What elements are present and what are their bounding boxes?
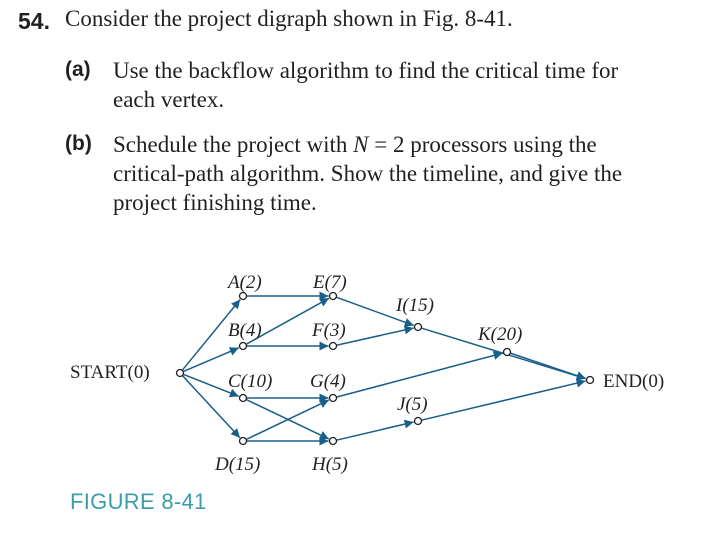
- part-a-line-2: each vertex.: [113, 87, 225, 112]
- vertex-d: [238, 436, 248, 446]
- edge-start-b: [182, 347, 240, 373]
- label-f: F(3): [311, 320, 346, 341]
- label-c: C(10): [228, 371, 272, 392]
- label-a: A(2): [226, 272, 262, 293]
- label-h: H(5): [311, 454, 348, 475]
- edge-start-a: [181, 299, 241, 371]
- edge-b-e: [245, 297, 330, 345]
- label-i: I(15): [395, 295, 434, 316]
- part-a-text: Use the backflow algorithm to find the c…: [113, 56, 678, 114]
- edge-j-end: [421, 378, 586, 421]
- problem-number: 54.: [18, 8, 50, 34]
- label-e: E(7): [312, 272, 347, 293]
- edge-g-k: [336, 351, 503, 398]
- part-b-line-2: critical-path algorithm. Show the timeli…: [113, 161, 623, 186]
- vertex-start: [175, 368, 185, 378]
- vertex-g: [328, 393, 338, 403]
- vertex-b: [238, 341, 248, 351]
- part-a-line-1: Use the backflow algorithm to find the c…: [113, 58, 619, 83]
- label-start: START(0): [70, 362, 150, 383]
- processor-variable: N: [353, 132, 369, 157]
- edge-start-c: [182, 373, 240, 398]
- vertex-c: [238, 393, 248, 403]
- edge-k-end: [510, 352, 586, 380]
- edge-e-i: [336, 296, 415, 327]
- vertex-j: [413, 416, 423, 426]
- part-b-line-1-pre: Schedule the project with: [113, 132, 354, 157]
- vertex-f: [328, 341, 338, 351]
- label-g: G(4): [310, 371, 346, 392]
- vertex-h: [328, 436, 338, 446]
- problem-statement: Consider the project digraph shown in Fi…: [65, 6, 513, 31]
- figure-caption: FIGURE 8-41: [70, 489, 207, 514]
- label-j: J(5): [397, 394, 428, 415]
- vertex-k: [502, 347, 512, 357]
- vertex-e: [328, 291, 338, 301]
- edge-d-g: [245, 399, 330, 441]
- label-d: D(15): [214, 454, 260, 475]
- label-b: B(4): [228, 320, 262, 341]
- part-b-label: (b): [65, 132, 92, 155]
- vertex-end: [585, 375, 595, 385]
- part-b-line-1: Schedule the project with N = 2 processo…: [113, 130, 678, 159]
- edge-h-j: [336, 419, 414, 441]
- vertex-i: [413, 322, 423, 332]
- part-a-label: (a): [65, 58, 91, 81]
- label-k: K(20): [477, 324, 522, 345]
- edge-f-i: [336, 325, 414, 346]
- vertex-a: [238, 291, 248, 301]
- part-b-line-1-post: = 2 processors using the: [368, 132, 597, 157]
- part-b-text: Schedule the project with N = 2 processo…: [113, 130, 678, 217]
- label-end: END(0): [603, 371, 664, 392]
- part-b-line-3: project finishing time.: [113, 190, 317, 215]
- edge-start-d: [181, 375, 241, 439]
